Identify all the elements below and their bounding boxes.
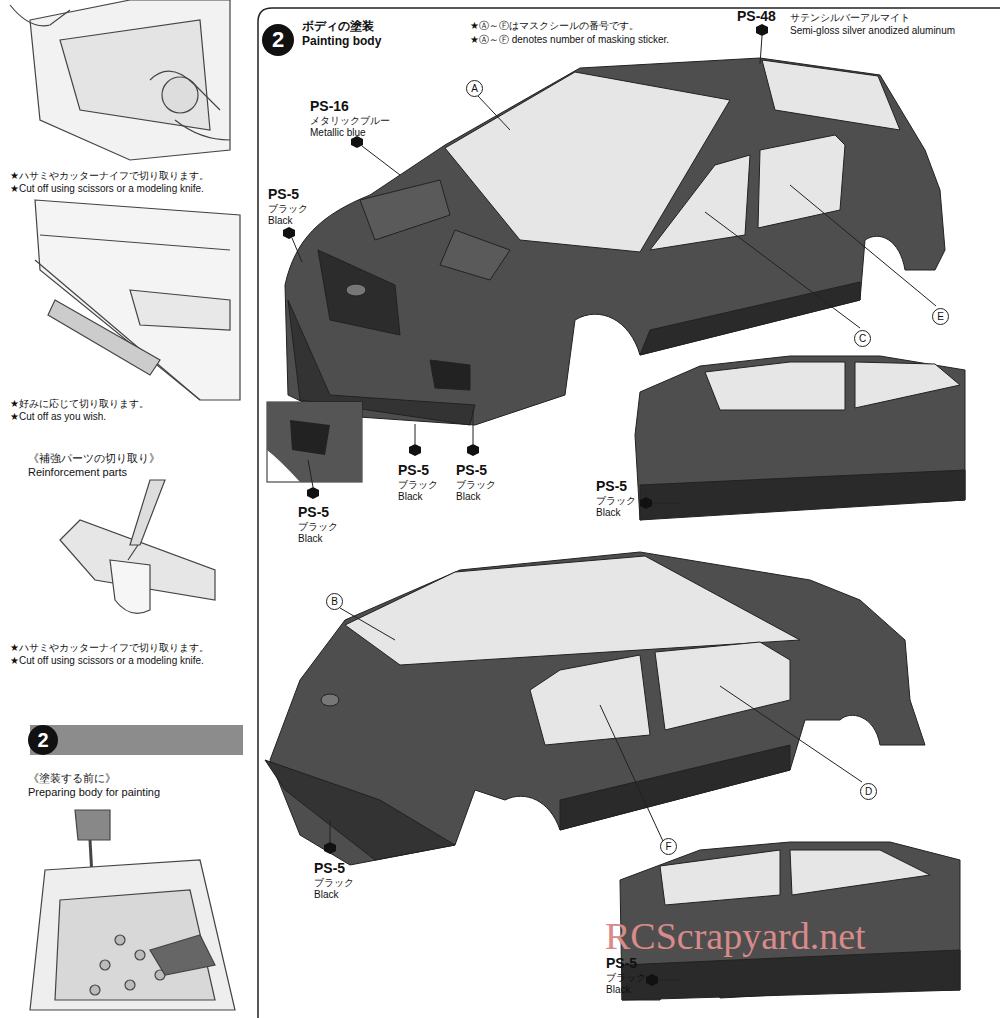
paint-name: ブラック bbox=[456, 479, 496, 491]
paint-name: Black bbox=[314, 889, 338, 901]
heading: Painting body bbox=[302, 35, 381, 49]
heading: ボディの塗装 bbox=[302, 20, 374, 34]
note: ★Cut off using scissors or a modeling kn… bbox=[10, 655, 204, 667]
paint-name: Black bbox=[268, 215, 292, 227]
note: ★Ⓐ～Ⓕ denotes number of masking sticker. bbox=[470, 34, 669, 46]
watermark: RCScrapyard.net bbox=[605, 915, 866, 959]
mask-sticker-letter: C bbox=[854, 328, 871, 347]
note: ★ハサミやカッターナイフで切り取ります。 bbox=[10, 642, 209, 654]
paint-name: ブラック bbox=[314, 877, 354, 889]
paint-name: ブラック bbox=[268, 203, 308, 215]
paint-name: Black bbox=[456, 491, 480, 503]
paint-name: ブラック bbox=[398, 479, 438, 491]
paint-name: Black bbox=[596, 507, 620, 519]
paint-name: Metallic blue bbox=[310, 127, 366, 139]
note: ★Cut off using scissors or a modeling kn… bbox=[10, 183, 204, 195]
step-band: 2 bbox=[30, 725, 243, 755]
paint-name: ブラック bbox=[606, 972, 646, 984]
mask-sticker-letter: B bbox=[326, 591, 343, 610]
step-number: 2 bbox=[262, 24, 294, 56]
paint-name: Black bbox=[298, 533, 322, 545]
paint-code: PS-5 bbox=[268, 186, 299, 202]
paint-name: ブラック bbox=[298, 521, 338, 533]
mask-sticker-letter: A bbox=[466, 78, 483, 97]
paint-code: PS-5 bbox=[596, 478, 627, 494]
paint-name: Black bbox=[606, 984, 630, 996]
paint-code: PS-5 bbox=[298, 504, 329, 520]
paint-code: PS-5 bbox=[606, 955, 637, 971]
note: ★ハサミやカッターナイフで切り取ります。 bbox=[10, 170, 209, 182]
mask-sticker-letter: D bbox=[860, 781, 877, 800]
note: ★Ⓐ～Ⓕはマスクシールの番号です。 bbox=[470, 20, 639, 32]
paint-code: PS-5 bbox=[398, 462, 429, 478]
paint-code: PS-16 bbox=[310, 98, 349, 114]
step-number: 2 bbox=[28, 725, 58, 755]
paint-name: Black bbox=[398, 491, 422, 503]
note: ★好みに応じて切り取ります。 bbox=[10, 398, 149, 410]
paint-code: PS-5 bbox=[456, 462, 487, 478]
heading: 《塗装する前に》 bbox=[28, 772, 116, 785]
mask-sticker-letter: F bbox=[660, 836, 677, 855]
heading: Reinforcement parts bbox=[28, 466, 127, 479]
paint-name: Semi-gloss silver anodized aluminum bbox=[790, 25, 955, 37]
step-circle: 2 bbox=[262, 24, 294, 56]
heading: 《補強パーツの切り取り》 bbox=[28, 452, 160, 465]
paint-code: PS-48 bbox=[737, 8, 776, 24]
mask-sticker-letter: E bbox=[932, 306, 949, 325]
paint-name: メタリックブルー bbox=[310, 115, 390, 127]
paint-name: ブラック bbox=[596, 495, 636, 507]
note: ★Cut off as you wish. bbox=[10, 411, 106, 423]
paint-name: サテンシルバーアルマイト bbox=[790, 12, 910, 24]
heading: Preparing body for painting bbox=[28, 786, 160, 799]
paint-code: PS-5 bbox=[314, 860, 345, 876]
